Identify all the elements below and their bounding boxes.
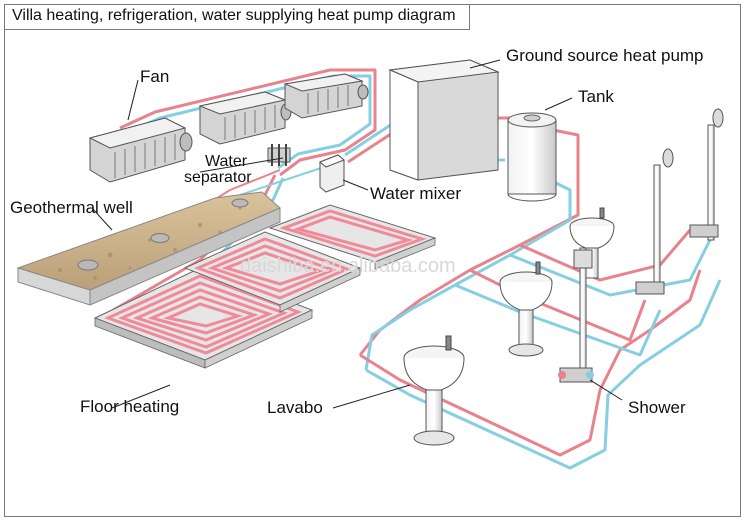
lower-hot-loop <box>359 269 702 457</box>
label-geothermal-well: Geothermal well <box>10 198 133 217</box>
watermark: daishiba.en.alibaba.com <box>240 255 456 277</box>
label-shower: Shower <box>628 398 686 417</box>
fan-coil-2 <box>198 91 292 145</box>
label-ground-source-heat-pump: Ground source heat pump <box>506 46 704 65</box>
label-water-separator-line1: Water <box>205 153 248 170</box>
water-mixer-unit <box>319 154 345 193</box>
fan-coil-units <box>88 73 369 183</box>
fan-coil-1 <box>88 117 193 183</box>
lavabo-middle <box>499 261 553 357</box>
geothermal-well-block <box>16 191 281 306</box>
callout-labels: Ground source heat pump Tank Fan Water s… <box>10 46 704 417</box>
shower-back <box>689 108 724 241</box>
well-head-right <box>231 198 249 208</box>
lavabo-front <box>403 335 465 446</box>
diagram-frame <box>4 4 741 517</box>
well-head-left <box>77 259 99 271</box>
heat-pump-unit <box>388 59 500 181</box>
water-tank <box>507 112 557 202</box>
well-head-mid <box>150 233 170 243</box>
fan-coil-3 <box>283 73 369 119</box>
leader-lines <box>91 59 623 409</box>
label-water-mixer: Water mixer <box>370 184 461 203</box>
diagram-title: Villa heating, refrigeration, water supp… <box>4 4 470 30</box>
label-water-separator-line2: separator <box>184 169 252 186</box>
label-tank: Tank <box>578 87 614 106</box>
label-fan: Fan <box>140 67 169 86</box>
label-lavabo: Lavabo <box>267 398 323 417</box>
shower-middle <box>635 148 674 295</box>
shower-front <box>558 247 594 383</box>
fan-hot-pipe <box>119 68 377 177</box>
label-floor-heating: Floor heating <box>80 397 179 416</box>
mid-hot-loop <box>469 268 647 342</box>
supply-cold-pipe <box>364 173 572 371</box>
top-hot-loop <box>519 229 692 282</box>
fan-cold-pipe <box>125 74 372 170</box>
water-separator-manifold <box>267 144 291 166</box>
floor-heating-panels <box>93 204 437 369</box>
